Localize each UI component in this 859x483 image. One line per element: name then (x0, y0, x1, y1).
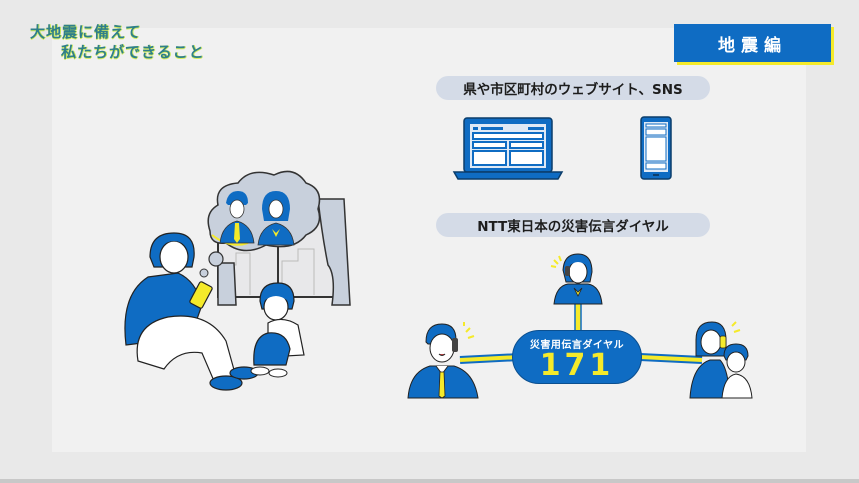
smartphone-icon (640, 116, 672, 180)
title-line-1: 大地震に備えて (30, 23, 142, 41)
phone-in-hand-icon (189, 281, 213, 309)
dial-label: 災害用伝言ダイヤル (529, 340, 625, 351)
daughter-caller-illustration (550, 253, 603, 305)
curtain-icon (317, 198, 351, 306)
laptop-icon (452, 117, 564, 180)
slipper-icon (209, 375, 243, 391)
mother-child-caller-illustration (689, 321, 753, 399)
ntt-dial-label: NTT東日本の災害伝言ダイヤル (436, 213, 710, 237)
slide-title: 大地震に備えて 私たちができること (30, 22, 205, 62)
disaster-dial-badge: 災害用伝言ダイヤル 171 (512, 330, 642, 384)
category-badge: 地震編 (674, 24, 831, 62)
web-sns-label: 県や市区町村のウェブサイト、SNS (436, 76, 710, 100)
dial-number: 171 (539, 348, 615, 383)
father-caller-illustration (407, 322, 479, 399)
title-line-2: 私たちができること (61, 43, 205, 61)
frame-bottom-bar (0, 479, 859, 483)
home-scene-illustration (124, 170, 351, 391)
